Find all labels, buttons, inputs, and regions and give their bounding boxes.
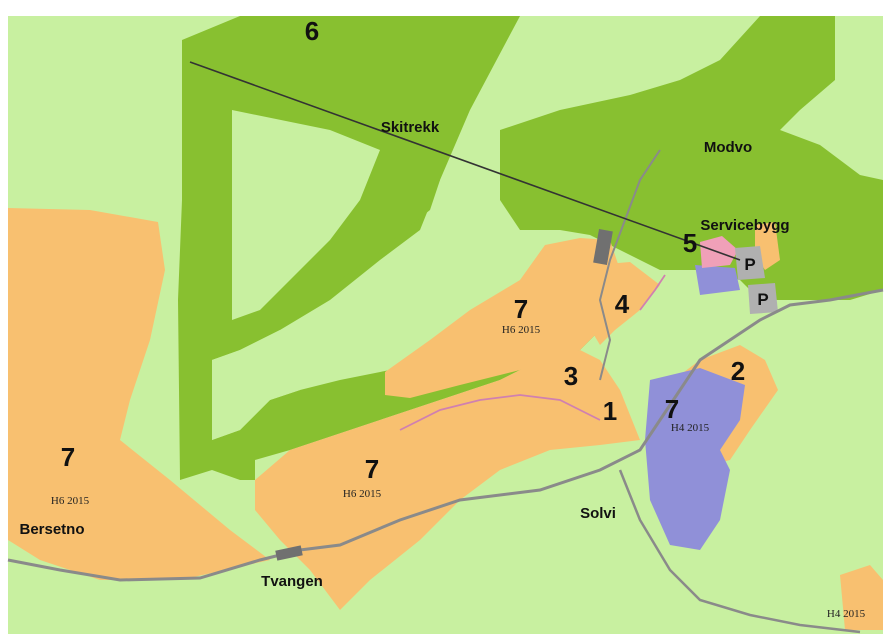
plan-code-left: H6 2015 (51, 495, 90, 507)
place-label-tvangen: Tvangen (261, 573, 323, 590)
zone-7-lower-mid-area[interactable] (255, 350, 640, 610)
parking-label-2: P (757, 290, 768, 309)
parking-label-1: P (744, 255, 755, 274)
road-north[interactable] (598, 149, 661, 381)
forest-zone-east[interactable] (500, 16, 883, 300)
road-south[interactable] (618, 469, 861, 634)
zone-label-1: 1 (603, 396, 617, 426)
plan-code-right: H4 2015 (671, 422, 710, 434)
residential-zone-south[interactable] (645, 368, 745, 550)
residential-zone-servicebygg[interactable] (695, 265, 740, 295)
road-main[interactable] (7, 288, 884, 582)
parking-area-2[interactable] (748, 283, 778, 314)
zone-7-left-area[interactable] (8, 208, 270, 580)
place-label-servicebygg: Servicebygg (700, 217, 789, 234)
zone-label-5: 5 (683, 228, 697, 258)
trail-path-2[interactable] (639, 274, 666, 311)
ski-lift-line[interactable] (189, 61, 741, 261)
clearing-west (212, 330, 300, 440)
zone-label-2: 2 (731, 356, 745, 386)
place-label-skitrekk: Skitrekk (381, 119, 440, 136)
plan-code-lower-mid: H6 2015 (343, 488, 382, 500)
zone-label-6: 6 (305, 16, 319, 46)
zone-label-7-lower-mid: 7 (365, 454, 379, 484)
zone-label-7-right: 7 (665, 394, 679, 424)
plan-code-center: H6 2015 (502, 324, 541, 336)
place-label-bersetno: Bersetno (19, 521, 84, 538)
plan-code-bottom-right: H4 2015 (827, 608, 866, 620)
place-label-modvo: Modvo (704, 139, 752, 156)
zone-bottom-right-area[interactable] (840, 565, 883, 630)
clearing-inner (232, 110, 380, 320)
zone-label-3: 3 (564, 361, 578, 391)
zone-label-7-center: 7 (514, 294, 528, 324)
zone-label-7-left: 7 (61, 442, 75, 472)
zone-label-4: 4 (615, 289, 630, 319)
parking-area-1[interactable] (735, 246, 765, 280)
trail-path[interactable] (399, 394, 601, 431)
building-lift-station (593, 229, 613, 265)
zone-7-center-area[interactable] (385, 238, 640, 398)
building-tvangen (275, 545, 303, 561)
place-label-solvi: Solvi (580, 505, 616, 522)
